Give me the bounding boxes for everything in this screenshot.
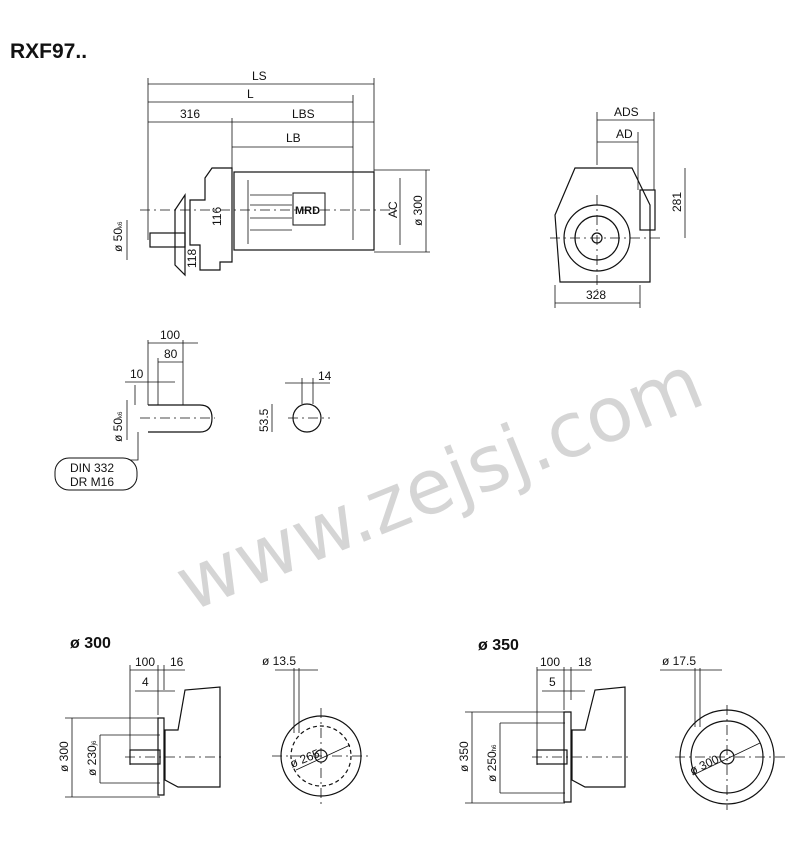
dim-80: 80	[164, 347, 178, 361]
dim-281: 281	[670, 192, 684, 212]
dim-100: 100	[540, 655, 560, 669]
dim-hole: ø 13.5	[262, 654, 296, 668]
flange-300-view: ø 300 100 16 4 ø 300 ø 230j6 ø 265 ø 13.…	[57, 635, 370, 805]
end-view: ADS AD 281 328	[550, 105, 686, 308]
dim-ads: ADS	[614, 105, 639, 119]
gearbox-body	[189, 167, 233, 271]
thread-label: DR M16	[70, 475, 114, 489]
dim-53-5: 53.5	[257, 408, 271, 432]
dim-spigot: ø 250h6	[485, 744, 499, 782]
dim-lb: LB	[286, 131, 301, 145]
dim-pcd: ø 265	[288, 746, 322, 771]
dim-ad: AD	[616, 127, 633, 141]
dim-100: 100	[160, 328, 180, 342]
dim-118: 118	[185, 249, 199, 268]
watermark: www.zejsj.com	[163, 337, 714, 629]
drawing-title: RXF97..	[10, 40, 87, 63]
dim-ls: LS	[252, 69, 267, 83]
motor-nameplate	[292, 192, 326, 226]
flange-350-view: ø 350 100 18 5 ø 350 ø 250h6 ø 300 ø 17.…	[457, 637, 785, 810]
dim-d300: ø 300	[411, 195, 425, 226]
dim-hole: ø 17.5	[662, 654, 696, 668]
din-callout	[54, 457, 138, 491]
flange-300-title: ø 300	[70, 635, 111, 652]
dim-outer: ø 300	[57, 741, 71, 772]
dim-shaft-detail: ø 50k6	[111, 411, 125, 442]
dim-lbs: LBS	[292, 107, 315, 121]
dim-pcd: ø 300	[687, 752, 721, 778]
din-label: DIN 332	[70, 461, 114, 475]
dim-14: 14	[318, 369, 332, 383]
end-housing	[554, 167, 651, 283]
dim-16: 16	[170, 655, 184, 669]
dim-ac: AC	[386, 201, 400, 218]
dim-4: 4	[142, 675, 149, 689]
flange	[174, 193, 186, 277]
side-view: LS L 316 LBS LB MRD AC ø 300 ø 50k6 116 …	[111, 69, 430, 277]
dim-328: 328	[586, 288, 606, 302]
motor-body	[233, 171, 375, 251]
dim-5: 5	[549, 675, 556, 689]
motor-label: MRD	[295, 205, 320, 217]
dim-10: 10	[130, 367, 144, 381]
dim-spigot: ø 230j6	[85, 740, 99, 776]
dim-18: 18	[578, 655, 592, 669]
shaft-detail: 100 80 10 ø 50k6 DIN 332 DR M16	[54, 328, 215, 491]
dim-116: 116	[210, 207, 224, 226]
output-shaft	[149, 232, 186, 248]
dim-shaft: ø 50k6	[111, 221, 125, 252]
dim-316: 316	[180, 107, 200, 121]
dim-outer: ø 350	[457, 741, 471, 772]
dim-l: L	[247, 87, 254, 101]
shaft-end	[148, 404, 213, 433]
dim-100: 100	[135, 655, 155, 669]
flange-350-title: ø 350	[478, 637, 519, 654]
key-detail: 14 53.5	[257, 369, 332, 433]
